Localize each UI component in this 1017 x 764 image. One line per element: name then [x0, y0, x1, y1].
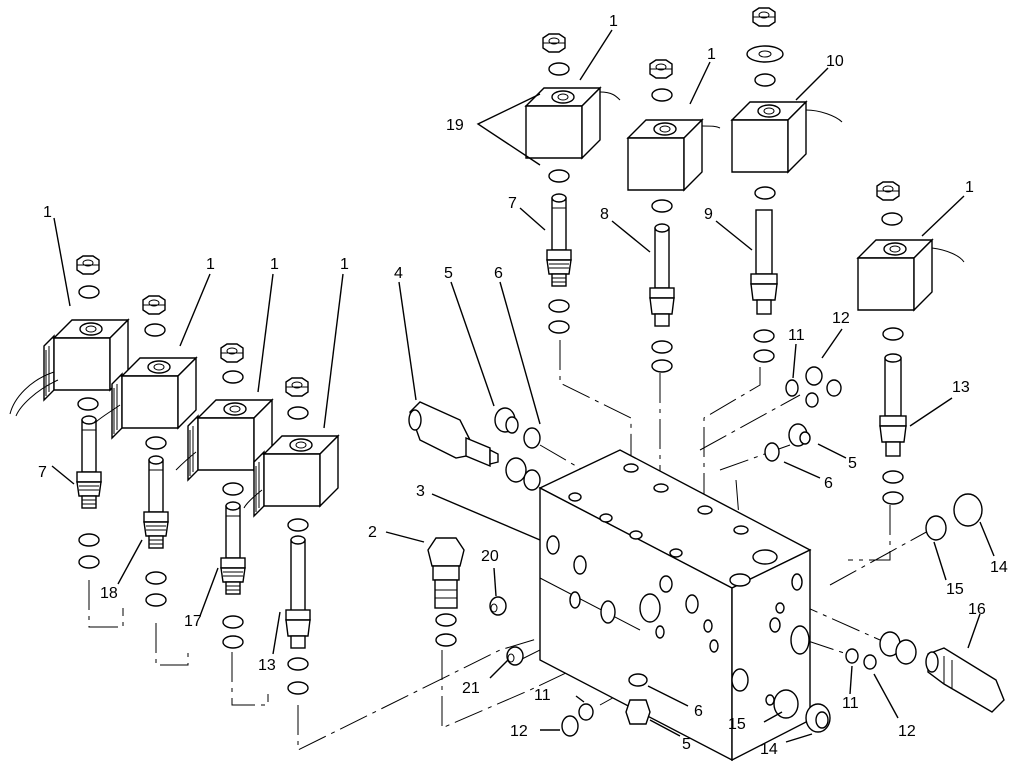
- callout-4: 4: [394, 265, 403, 282]
- callout-10: 10: [826, 53, 844, 70]
- plug-5-upper: [494, 407, 541, 449]
- callout-1: 1: [707, 46, 716, 63]
- callout-labels: 1 1 1 1 1 1 1 2 3 4 5 5 5 6 6 6 7 7 8 9 …: [38, 13, 1008, 758]
- leader-lines: [51, 29, 995, 743]
- callout-15: 15: [728, 716, 746, 733]
- callout-11: 11: [534, 687, 551, 704]
- callout-5: 5: [848, 455, 857, 472]
- solenoid-valve-group-7-top: [525, 33, 621, 334]
- callout-2: 2: [368, 524, 377, 541]
- callout-12: 12: [510, 723, 528, 740]
- callout-11: 11: [788, 327, 805, 344]
- callout-7: 7: [38, 464, 47, 481]
- solenoid-valve-group-8: [627, 59, 721, 373]
- callout-17: 17: [184, 613, 202, 630]
- callout-3: 3: [416, 483, 425, 500]
- relief-cartridge-4: [408, 401, 541, 491]
- plug-5-right: [764, 423, 811, 462]
- callout-20: 20: [481, 548, 499, 565]
- solenoid-valve-group-13-left: [243, 377, 339, 695]
- callout-13: 13: [952, 379, 970, 396]
- callout-12: 12: [832, 310, 850, 327]
- callout-6: 6: [494, 265, 503, 282]
- callout-6: 6: [824, 475, 833, 492]
- callout-5: 5: [682, 736, 691, 753]
- callout-1: 1: [206, 256, 215, 273]
- solenoid-valve-group-18: [95, 295, 197, 607]
- callout-7: 7: [508, 195, 517, 212]
- callout-1: 1: [609, 13, 618, 30]
- callout-9: 9: [704, 206, 713, 223]
- callout-1: 1: [270, 256, 279, 273]
- callout-13: 13: [258, 657, 276, 674]
- callout-21: 21: [462, 680, 480, 697]
- callout-6: 6: [694, 703, 703, 720]
- plugs-right-side: [845, 493, 983, 670]
- plugs-bottom: [561, 673, 831, 737]
- callout-12: 12: [898, 723, 916, 740]
- callout-1: 1: [965, 179, 974, 196]
- callout-16: 16: [968, 601, 986, 618]
- callout-8: 8: [600, 206, 609, 223]
- callout-14: 14: [760, 741, 778, 758]
- callout-19: 19: [446, 117, 464, 134]
- callout-1: 1: [340, 256, 349, 273]
- solenoid-valve-group-17: [175, 343, 273, 649]
- solenoid-valve-group-13-right: [857, 181, 965, 505]
- callout-18: 18: [100, 585, 118, 602]
- fittings-20-21: [489, 596, 524, 666]
- relief-valve-2: [427, 537, 465, 647]
- plugs-11-12-upper: [785, 366, 842, 408]
- callout-5: 5: [444, 265, 453, 282]
- solenoid-valve-group-7-left: [9, 255, 129, 569]
- callout-15: 15: [946, 581, 964, 598]
- callout-14: 14: [990, 559, 1008, 576]
- solenoid-valve-group-9-10: [731, 7, 843, 363]
- callout-11: 11: [842, 695, 859, 712]
- callout-1-left: 1: [43, 204, 52, 221]
- relief-cartridge-16: [925, 647, 1005, 713]
